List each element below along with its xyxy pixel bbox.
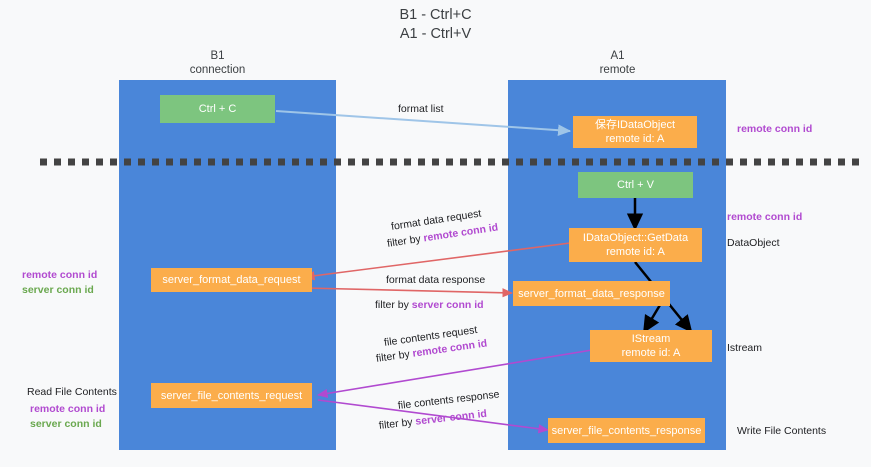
annotation-left-remote-conn-id-mid: remote conn id <box>22 269 98 281</box>
filter-prefix: filter by <box>378 415 417 432</box>
column-header-a1-remote: A1 remote <box>599 50 636 76</box>
annotation-left-server-conn-id-bottom: server conn id <box>30 418 102 430</box>
annotation-read-file-contents: Read File Contents <box>27 386 117 398</box>
edge-label-format-list: format list <box>398 103 444 115</box>
filter-key-server-conn-id: server conn id <box>411 299 484 311</box>
page-title: B1 - Ctrl+C A1 - Ctrl+V <box>399 7 472 42</box>
box-server-format-data-response[interactable]: server_format_data_response <box>513 281 670 306</box>
annotation-remote-conn-id-mid: remote conn id <box>727 211 803 223</box>
box-ctrl-v[interactable]: Ctrl + V <box>578 172 693 198</box>
box-server-file-contents-response[interactable]: server_file_contents_response <box>548 418 705 443</box>
filter-prefix: filter by <box>375 347 414 365</box>
filter-prefix: filter by <box>375 299 412 311</box>
box-idataobject-getdata[interactable]: IDataObject::GetData remote id: A <box>569 228 702 262</box>
annotation-write-file-contents: Write File Contents <box>737 425 827 437</box>
box-istream[interactable]: IStream remote id: A <box>590 330 712 362</box>
filter-prefix: filter by <box>386 232 425 250</box>
edge-label-format-data-response: format data response <box>386 274 486 286</box>
arrow-format-data-response <box>304 287 513 298</box>
column-header-b1-connection: B1 connection <box>189 50 246 76</box>
annotation-left-server-conn-id-mid: server conn id <box>22 284 94 296</box>
annotation-dataobject: DataObject <box>727 237 780 249</box>
box-save-idataobject[interactable]: 保存IDataObject remote id: A <box>573 116 697 148</box>
box-server-format-data-request[interactable]: server_format_data_request <box>151 268 312 292</box>
box-server-file-contents-request[interactable]: server_file_contents_request <box>151 383 312 408</box>
annotation-istream: Istream <box>727 342 763 354</box>
edge-label-format-data-response-filter: filter by server conn id <box>375 297 484 313</box>
box-ctrl-c[interactable]: Ctrl + C <box>160 95 275 123</box>
annotation-remote-conn-id-top: remote conn id <box>737 123 813 135</box>
annotation-left-remote-conn-id-bottom: remote conn id <box>30 403 106 415</box>
